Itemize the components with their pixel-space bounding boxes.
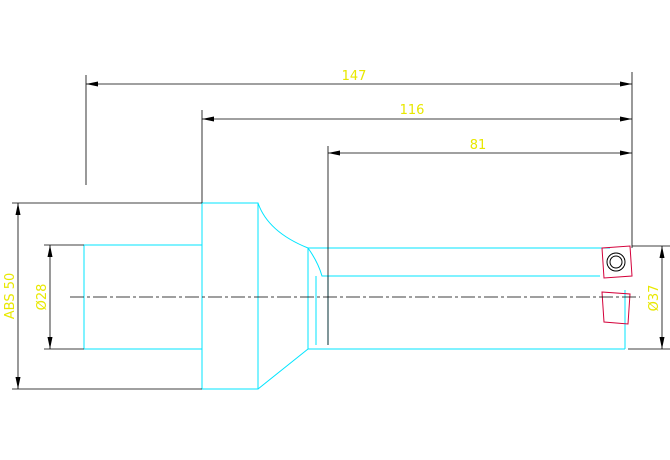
upper-insert	[601, 245, 633, 279]
arrowheads	[15, 81, 665, 389]
screw-inner-icon	[609, 255, 623, 269]
arrow-147-left-icon	[86, 81, 98, 87]
cone-upper	[257, 202, 309, 249]
dim-81-text: 81	[470, 138, 487, 153]
screw-outer-icon	[606, 252, 626, 272]
insert-screw	[606, 252, 626, 272]
dim-116-text: 116	[400, 103, 425, 118]
arrow-d28-top-icon	[47, 245, 53, 257]
arrow-147-right-icon	[620, 81, 632, 87]
arrow-d28-bottom-icon	[47, 337, 53, 349]
arrow-81-right-icon	[620, 150, 632, 156]
flute-upper-edge	[307, 247, 600, 277]
dimension-lines	[12, 72, 670, 390]
arrow-d37-top-icon	[659, 246, 665, 258]
dim-147-text: 147	[342, 69, 367, 84]
flange	[201, 202, 259, 390]
arrow-116-right-icon	[620, 116, 632, 122]
dim-abs50-text: ABS 50	[3, 273, 18, 320]
arrow-81-left-icon	[328, 150, 340, 156]
dim-d37-text: Ø37	[647, 285, 662, 312]
dimension-texts: 147 116 81 ABS 50 Ø28 Ø37	[3, 69, 662, 319]
arrow-d37-bottom-icon	[659, 337, 665, 349]
inserts	[601, 245, 633, 325]
arrow-abs50-top-icon	[15, 203, 21, 215]
lower-insert	[601, 291, 631, 325]
arrow-116-left-icon	[202, 116, 214, 122]
arrow-abs50-bottom-icon	[15, 377, 21, 389]
tool-outline	[83, 202, 626, 390]
cone-lower	[257, 348, 309, 390]
dim-d28-text: Ø28	[35, 284, 50, 311]
